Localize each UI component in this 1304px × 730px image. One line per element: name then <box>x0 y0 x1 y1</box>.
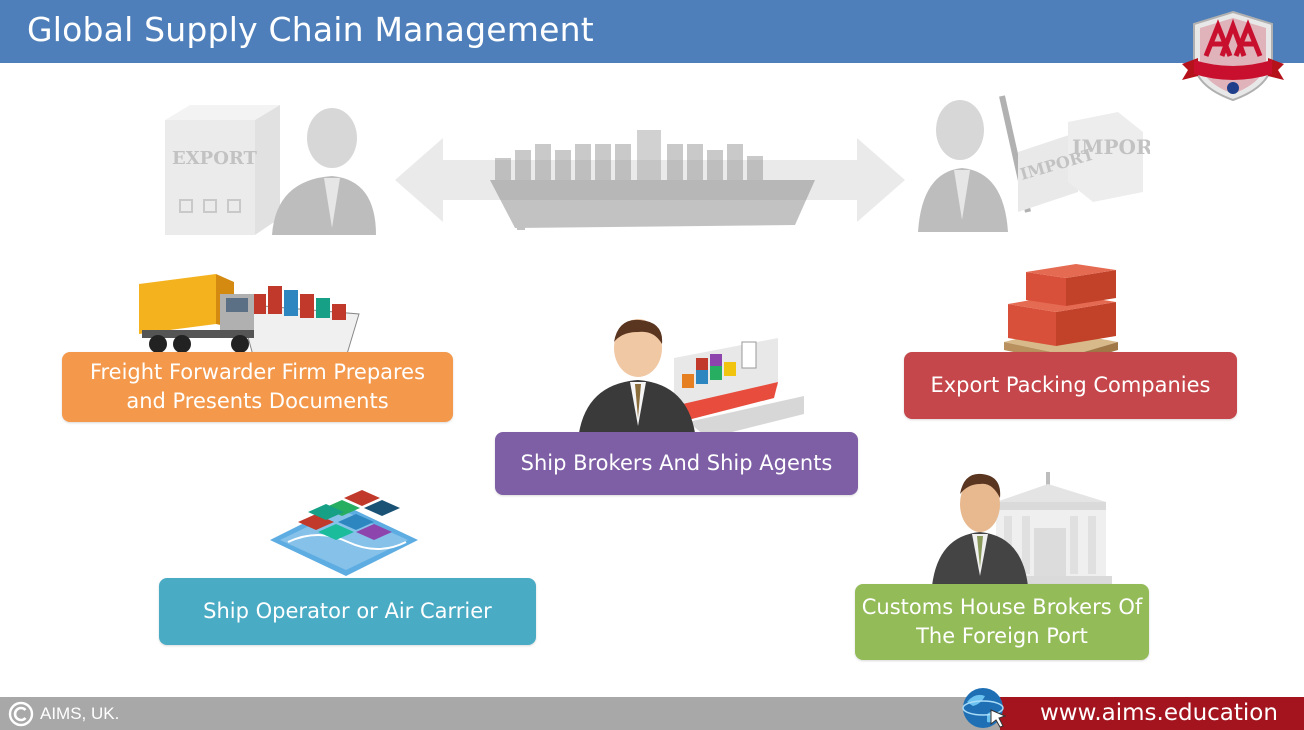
freight-forwarder-label: Freight Forwarder Firm Prepares and Pres… <box>89 360 426 413</box>
ship-broker-illustration <box>578 319 804 440</box>
ship-operator-box[interactable]: Ship Operator or Air Carrier <box>159 578 536 645</box>
export-packing-label: Export Packing Companies <box>930 373 1211 397</box>
customs-brokers-label: Customs House Brokers Of The Foreign Por… <box>861 595 1143 648</box>
freight-forwarder-box[interactable]: Freight Forwarder Firm Prepares and Pres… <box>62 352 453 422</box>
globe-cursor-icon <box>962 688 1007 728</box>
website-link[interactable]: www.aims.education <box>1040 700 1278 726</box>
customs-illustration <box>932 472 1112 586</box>
pallet-boxes-illustration <box>1004 264 1118 364</box>
port-containers-illustration <box>270 490 418 576</box>
shipping-arrow-illustration <box>395 130 905 230</box>
export-packing-box[interactable]: Export Packing Companies <box>904 352 1237 419</box>
ship-brokers-label: Ship Brokers And Ship Agents <box>520 451 833 475</box>
ship-operator-label: Ship Operator or Air Carrier <box>203 599 492 623</box>
copyright-text: AIMS, UK. <box>40 704 120 723</box>
ship-brokers-box[interactable]: Ship Brokers And Ship Agents <box>495 432 858 495</box>
aims-logo <box>1182 10 1284 102</box>
import-illustration: IMPORT IMPORT <box>918 95 1150 232</box>
export-illustration: EXPORT <box>165 105 376 235</box>
title-bar: Global Supply Chain Management <box>0 0 1304 63</box>
export-box-label: EXPORT <box>172 148 258 169</box>
truck-ship-illustration <box>139 274 360 364</box>
copyright-icon <box>8 701 34 727</box>
website-banner <box>1000 697 1304 730</box>
page-title: Global Supply Chain Management <box>27 10 594 49</box>
customs-brokers-box[interactable]: Customs House Brokers Of The Foreign Por… <box>855 584 1149 660</box>
import-box-label: IMPORT <box>1072 135 1150 159</box>
